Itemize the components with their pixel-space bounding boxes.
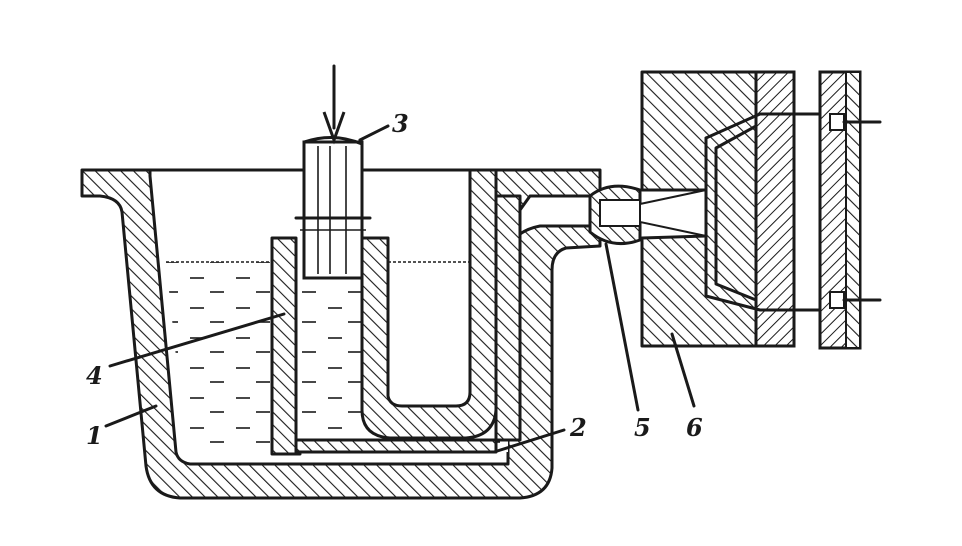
- label-6: 6: [686, 413, 703, 442]
- force-arrow: [322, 64, 346, 145]
- leader-lines: [104, 124, 696, 454]
- label-2: 2: [569, 413, 587, 442]
- label-3: 3: [392, 109, 409, 138]
- moving-die: [704, 70, 882, 350]
- label-1: 1: [86, 421, 103, 450]
- label-5: 5: [634, 413, 651, 442]
- molten-metal: [166, 261, 508, 452]
- plunger: [294, 136, 372, 280]
- gooseneck-chamber: [270, 168, 522, 456]
- nozzle: [588, 184, 707, 246]
- label-4: 4: [86, 361, 103, 390]
- crucible-wall: [80, 168, 602, 500]
